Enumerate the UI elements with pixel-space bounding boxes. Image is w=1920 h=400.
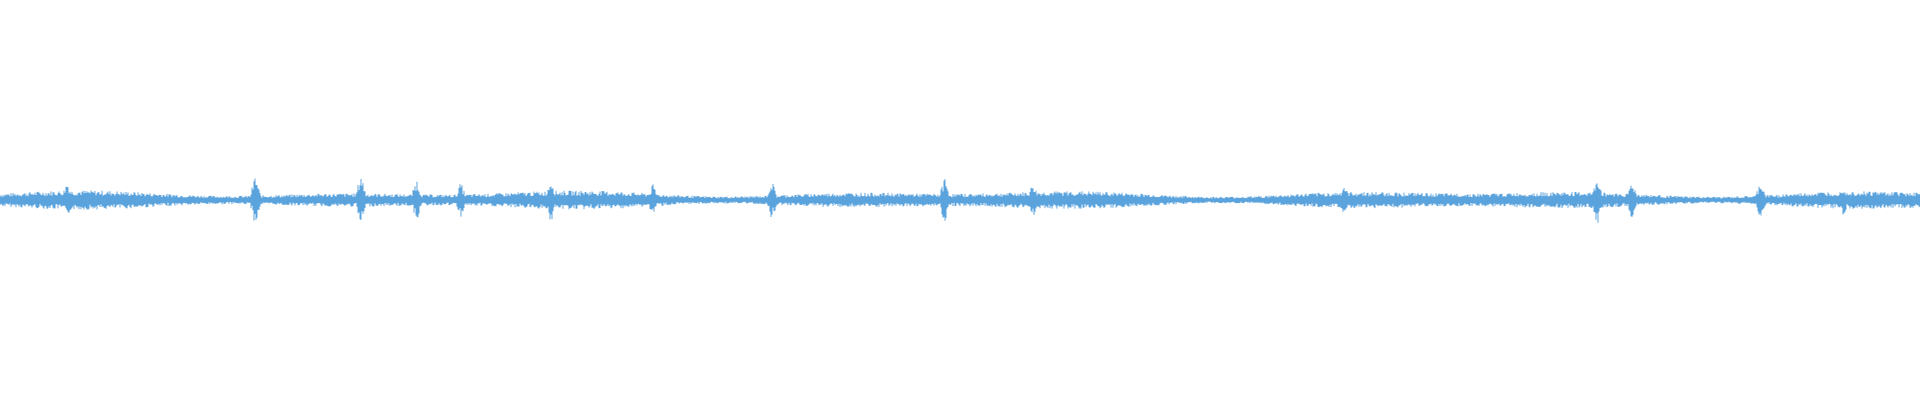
- audio-waveform[interactable]: [0, 0, 1920, 400]
- audio-waveform-view[interactable]: [0, 0, 1920, 400]
